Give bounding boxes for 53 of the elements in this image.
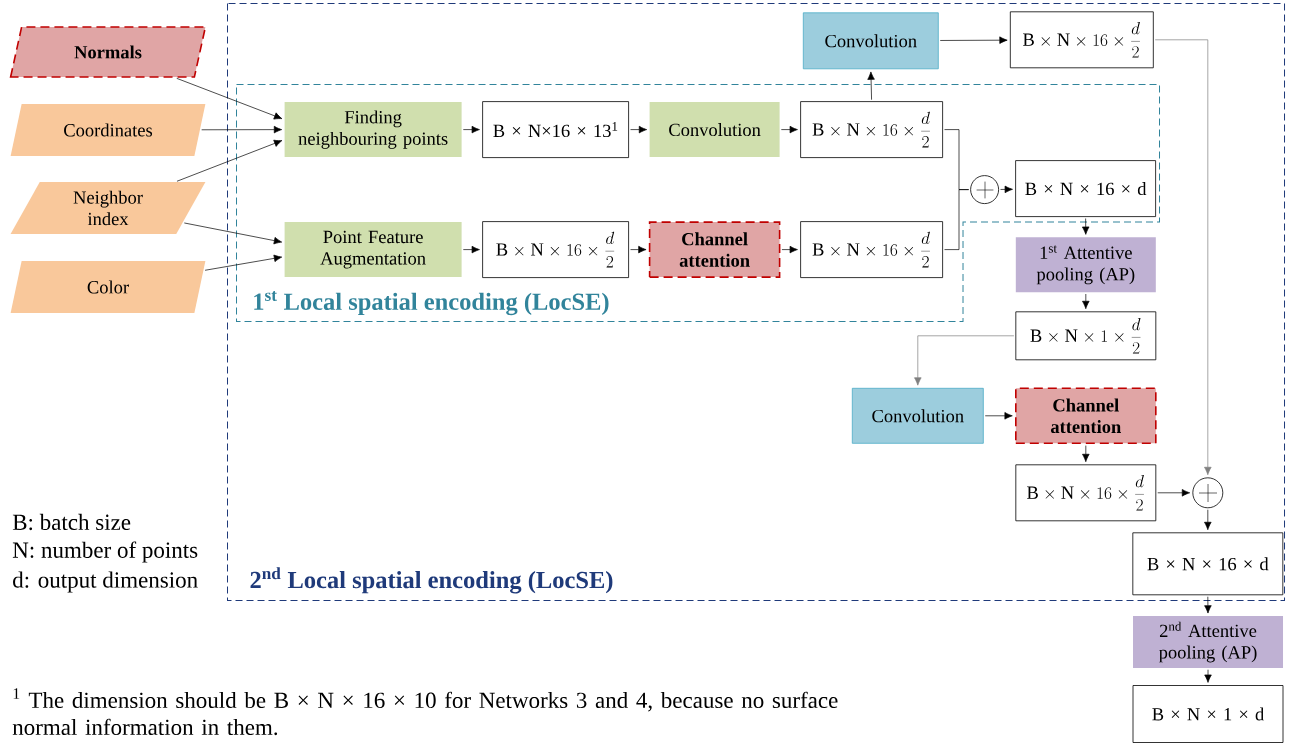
arrow (984, 412, 1013, 420)
convolution-box: Convolution (851, 387, 984, 444)
arrow (1157, 489, 1191, 497)
arrow (1204, 509, 1212, 531)
arrow (204, 254, 283, 271)
tensor-box: $\mathrm{B} \times \mathrm{N} \times 16 \times \frac{d}{2}$ (800, 221, 943, 278)
arrow (462, 125, 480, 134)
arrow (176, 139, 283, 182)
legend-text: B: batch size (12, 513, 131, 531)
tensor-box: B × N×16 × 13$^{1}$ (482, 101, 629, 158)
pooling-box: 2$^{nd}$ Attentive pooling (AP) (1133, 616, 1283, 668)
process-box: Point Feature Augmentation (284, 222, 462, 278)
adder-symbol (1192, 477, 1224, 509)
input-parallelogram: Color (10, 261, 206, 313)
arrow (1154, 39, 1212, 476)
legend-text: d: output dimension (13, 571, 198, 593)
convolution-box: Convolution (802, 12, 939, 70)
adder-symbol (970, 175, 999, 204)
process-box: Finding neighbouring points (284, 102, 462, 158)
arrow (630, 245, 647, 254)
tensor-box: B × N × 16 × d (1015, 160, 1156, 217)
attention-box: Channel attention (648, 221, 781, 278)
pooling-box: 1$^{st}$ Attentive pooling (AP) (1015, 237, 1156, 293)
tensor-box: B × N × 1 × d (1132, 685, 1284, 743)
input-parallelogram: Neighbor index (10, 182, 206, 234)
arrow (914, 335, 1015, 386)
arrow (630, 125, 648, 134)
arrow (1204, 596, 1212, 614)
arrow (867, 71, 875, 101)
arrow (780, 125, 798, 134)
arrow (781, 245, 798, 254)
arrow (1082, 218, 1090, 235)
arrow (939, 36, 1008, 44)
tensor-box: $\mathrm{B} \times \mathrm{N} \times 16 \times \frac{d}{2}$ (482, 221, 629, 278)
legend-text: N: number of points (12, 541, 198, 563)
tensor-box: B × N × 16 × d (1132, 532, 1284, 596)
input-parallelogram: Coordinates (10, 104, 206, 156)
attention-box: Channel attention (1015, 387, 1157, 445)
arrow (183, 222, 283, 245)
footnote: $^{1}$ The dimension should be B × N × 16 × 10 for Networks 3 and 4, because no surface normal information in them. (12, 688, 838, 736)
tensor-box: $\mathrm{B} \times \mathrm{N} \times 16 \times \frac{d}{2}$ (800, 101, 943, 158)
input-parallelogram: Normals (9, 26, 207, 78)
tensor-box: $\mathrm{B} \times \mathrm{N} \times 16 \times \frac{d}{2}$ (1009, 11, 1154, 69)
arrow (176, 78, 283, 120)
arrow (1000, 185, 1013, 194)
arrow (1204, 669, 1212, 683)
process-box: Convolution (649, 102, 780, 158)
arrow (1082, 445, 1090, 463)
tensor-box: $\mathrm{B} \times \mathrm{N} \times 1 \times \frac{d}{2}$ (1015, 311, 1157, 361)
arrow (201, 125, 283, 134)
arrow (462, 245, 480, 254)
tensor-box: $\mathrm{B} \times \mathrm{N} \times 16 \times \frac{d}{2}$ (1015, 464, 1157, 522)
arrow (1082, 293, 1090, 310)
